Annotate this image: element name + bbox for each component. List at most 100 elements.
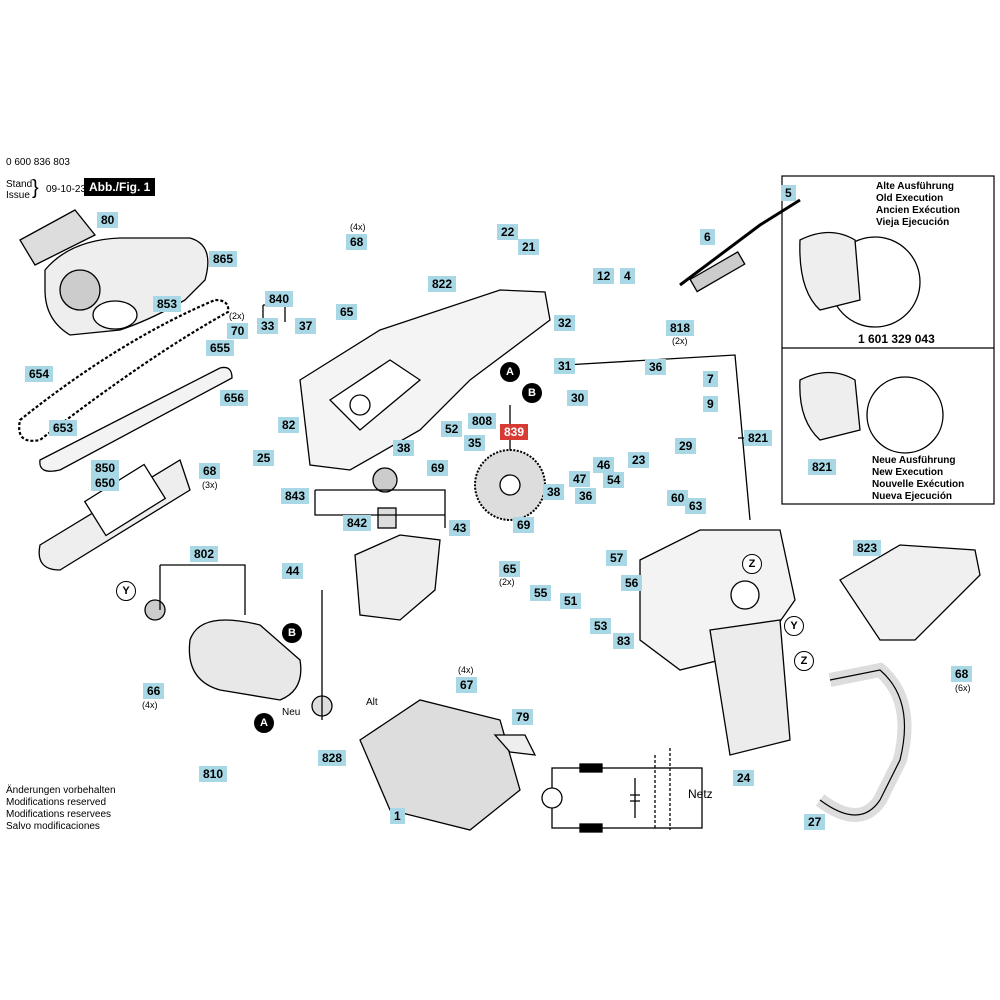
part-label-810[interactable]: 810 xyxy=(199,766,228,782)
part-label-808[interactable]: 808 xyxy=(468,413,497,429)
part-label-63[interactable]: 63 xyxy=(685,498,707,514)
part-label-850[interactable]: 850 xyxy=(91,460,120,476)
part-label-23[interactable]: 23 xyxy=(628,452,650,468)
part-label-650[interactable]: 650 xyxy=(91,475,120,491)
part-label-35[interactable]: 35 xyxy=(464,435,486,451)
part-label-68-right[interactable]: 68 xyxy=(951,666,973,682)
part-label-68-top[interactable]: 68 xyxy=(346,234,368,250)
part-label-840[interactable]: 840 xyxy=(265,291,294,307)
part-label-33[interactable]: 33 xyxy=(257,318,279,334)
qty-66: (4x) xyxy=(142,700,158,710)
part-label-65-top[interactable]: 65 xyxy=(336,304,358,320)
inset-new-line: Neue Ausführung xyxy=(872,455,956,466)
part-label-12[interactable]: 12 xyxy=(593,268,615,284)
part-label-7[interactable]: 7 xyxy=(703,371,718,387)
inset-old-line: Old Execution xyxy=(876,193,944,204)
part-label-70[interactable]: 70 xyxy=(227,323,249,339)
issue-date: 09-10-23 xyxy=(46,184,87,195)
footnote-line: Änderungen vorbehalten xyxy=(6,785,116,796)
part-label-79[interactable]: 79 xyxy=(512,709,534,725)
part-label-821[interactable]: 821 xyxy=(744,430,773,446)
part-label-52[interactable]: 52 xyxy=(441,421,463,437)
part-label-27[interactable]: 27 xyxy=(804,814,826,830)
part-label-22[interactable]: 22 xyxy=(497,224,519,240)
part-label-6[interactable]: 6 xyxy=(700,229,715,245)
part-label-57[interactable]: 57 xyxy=(606,550,628,566)
annotation-netz: Netz xyxy=(688,787,713,801)
part-label-80[interactable]: 80 xyxy=(97,212,119,228)
inset-new-line: New Execution xyxy=(872,467,944,478)
part-label-31[interactable]: 31 xyxy=(554,358,576,374)
part-label-69-left[interactable]: 69 xyxy=(427,460,449,476)
part-label-9[interactable]: 9 xyxy=(703,396,718,412)
part-label-65-lower[interactable]: 65 xyxy=(499,561,521,577)
part-label-55[interactable]: 55 xyxy=(530,585,552,601)
part-label-842[interactable]: 842 xyxy=(343,515,372,531)
part-label-36-upper[interactable]: 36 xyxy=(645,359,667,375)
part-label-37[interactable]: 37 xyxy=(295,318,317,334)
part-label-25[interactable]: 25 xyxy=(253,450,275,466)
callout-a-motor: A xyxy=(254,713,274,733)
footnote: Änderungen vorbehalten Modifications res… xyxy=(6,785,116,833)
qty-68-left: (3x) xyxy=(202,480,218,490)
part-label-38-right[interactable]: 38 xyxy=(543,484,565,500)
figure-badge: Abb./Fig. 1 xyxy=(84,178,156,196)
part-label-21[interactable]: 21 xyxy=(518,239,540,255)
part-label-655[interactable]: 655 xyxy=(206,340,235,356)
part-label-29[interactable]: 29 xyxy=(675,438,697,454)
footnote-line: Salvo modificaciones xyxy=(6,821,100,832)
part-label-43[interactable]: 43 xyxy=(449,520,471,536)
part-label-83[interactable]: 83 xyxy=(613,633,635,649)
part-label-653[interactable]: 653 xyxy=(49,420,78,436)
part-label-46[interactable]: 46 xyxy=(593,457,615,473)
part-label-53[interactable]: 53 xyxy=(590,618,612,634)
part-label-818[interactable]: 818 xyxy=(666,320,695,336)
part-label-68-left[interactable]: 68 xyxy=(199,463,221,479)
part-label-843[interactable]: 843 xyxy=(281,488,310,504)
part-label-51[interactable]: 51 xyxy=(560,593,582,609)
callout-y-left: Y xyxy=(116,581,136,601)
part-label-828[interactable]: 828 xyxy=(318,750,347,766)
inset-old-caption: Alte Ausführung Old Execution Ancien Exé… xyxy=(876,181,960,229)
stand-label: Stand xyxy=(6,179,33,190)
part-label-54[interactable]: 54 xyxy=(603,472,625,488)
part-label-853[interactable]: 853 xyxy=(153,296,182,312)
part-label-4[interactable]: 4 xyxy=(620,268,635,284)
inset-old-line: Ancien Exécution xyxy=(876,205,960,216)
inset-old-line: Vieja Ejecución xyxy=(876,217,950,228)
callout-a-top: A xyxy=(500,362,520,382)
inset-new-line: Nouvelle Exécution xyxy=(872,479,965,490)
part-label-5[interactable]: 5 xyxy=(781,185,796,201)
part-label-32[interactable]: 32 xyxy=(554,315,576,331)
part-label-821-inset[interactable]: 821 xyxy=(808,459,837,475)
callout-b-top: B xyxy=(522,383,542,403)
part-label-654[interactable]: 654 xyxy=(25,366,54,382)
callout-b-motor: B xyxy=(282,623,302,643)
part-label-60[interactable]: 60 xyxy=(667,490,689,506)
part-label-36-lower[interactable]: 36 xyxy=(575,488,597,504)
qty-68-top: (4x) xyxy=(350,222,366,232)
part-label-656[interactable]: 656 xyxy=(220,390,249,406)
qty-818: (2x) xyxy=(672,336,688,346)
footnote-line: Modifications reserved xyxy=(6,797,107,808)
part-label-47[interactable]: 47 xyxy=(569,471,591,487)
part-label-839[interactable]: 839 xyxy=(500,424,529,440)
part-label-1[interactable]: 1 xyxy=(390,808,405,824)
part-label-66[interactable]: 66 xyxy=(143,683,165,699)
part-label-24[interactable]: 24 xyxy=(733,770,755,786)
part-label-69-right[interactable]: 69 xyxy=(513,517,535,533)
part-label-82[interactable]: 82 xyxy=(278,417,300,433)
part-label-823[interactable]: 823 xyxy=(853,540,882,556)
part-label-822[interactable]: 822 xyxy=(428,276,457,292)
qty-65: (2x) xyxy=(499,577,515,587)
part-label-44[interactable]: 44 xyxy=(282,563,304,579)
part-label-56[interactable]: 56 xyxy=(621,575,643,591)
part-label-38-left[interactable]: 38 xyxy=(393,440,415,456)
callout-z-handle: Z xyxy=(794,651,814,671)
part-label-67[interactable]: 67 xyxy=(456,677,478,693)
brace-glyph: } xyxy=(32,177,39,199)
part-label-802[interactable]: 802 xyxy=(190,546,219,562)
part-label-865[interactable]: 865 xyxy=(209,251,238,267)
part-label-30[interactable]: 30 xyxy=(567,390,589,406)
